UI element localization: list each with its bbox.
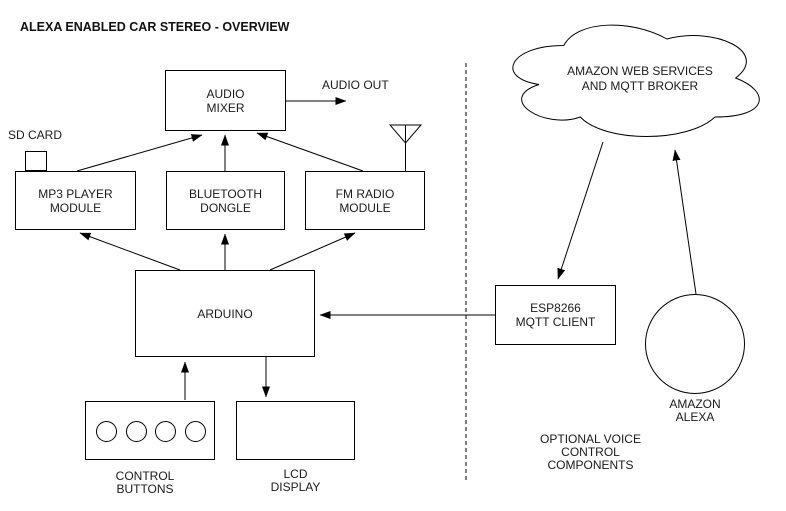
control-buttons-label: CONTROL BUTTONS <box>115 469 175 496</box>
page-title: ALEXA ENABLED CAR STEREO - OVERVIEW <box>20 20 290 34</box>
node-arduino: ARDUINO <box>135 270 315 357</box>
node-esp8266: ESP8266 MQTT CLIENT <box>495 285 616 345</box>
arrow-mp3-to-mixer <box>76 134 203 172</box>
esp8266-label: ESP8266 MQTT CLIENT <box>515 301 596 329</box>
sd-card-slot <box>25 151 47 171</box>
arrow-arduino-to-fm <box>269 232 356 271</box>
node-amazon-alexa-circle <box>645 294 745 394</box>
node-control-buttons <box>85 401 215 460</box>
control-button-circle <box>155 421 176 442</box>
control-button-circle <box>185 421 206 442</box>
amazon-alexa-label: AMAZON ALEXA <box>669 397 721 424</box>
audio-mixer-label: AUDIO MIXER <box>206 86 245 115</box>
sd-card-label: SD CARD <box>8 128 63 142</box>
optional-voice-note: OPTIONAL VOICE CONTROL COMPONENTS <box>540 432 641 472</box>
arrow-cloud-to-esp8266 <box>557 141 604 280</box>
aws-cloud-label: AMAZON WEB SERVICES AND MQTT BROKER <box>567 64 713 93</box>
audio-out-label: AUDIO OUT <box>322 78 389 92</box>
arduino-label: ARDUINO <box>197 306 253 321</box>
bluetooth-dongle-label: BLUETOOTH DONGLE <box>188 186 263 215</box>
node-audio-mixer: AUDIO MIXER <box>165 70 286 131</box>
node-fm-radio: FM RADIO MODULE <box>305 171 425 230</box>
fm-radio-label: FM RADIO MODULE <box>335 186 395 215</box>
node-bluetooth-dongle: BLUETOOTH DONGLE <box>166 171 285 230</box>
node-lcd-display <box>236 401 355 460</box>
aws-cloud-shape <box>512 24 760 137</box>
arrow-arduino-to-mp3 <box>79 232 181 271</box>
mp3-player-label: MP3 PLAYER MODULE <box>38 186 113 215</box>
node-mp3-player: MP3 PLAYER MODULE <box>15 171 136 230</box>
arrow-alexa-to-cloud <box>672 149 697 295</box>
arrow-fm-to-mixer <box>256 132 364 172</box>
lcd-display-label: LCD DISPLAY <box>270 467 321 494</box>
control-button-circle <box>96 421 117 442</box>
control-button-circle <box>126 421 147 442</box>
